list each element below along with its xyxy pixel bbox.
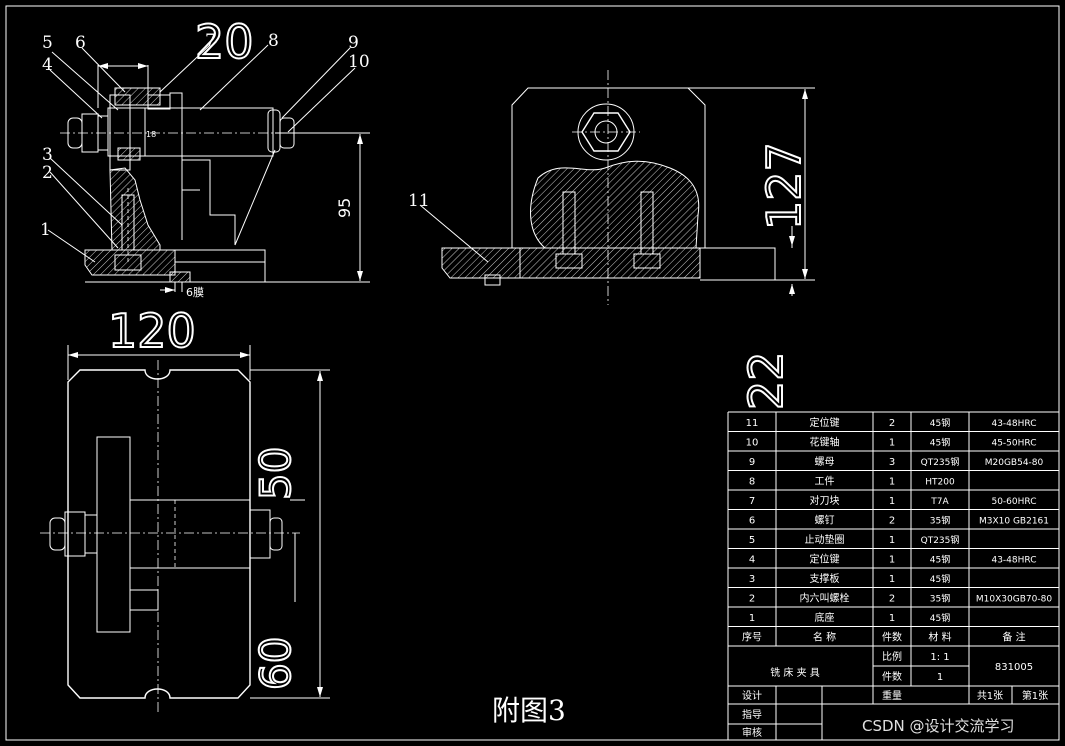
bom-cell-note: M20GB54-80 [985, 458, 1044, 468]
bom-cell-qty: 1 [889, 535, 895, 546]
bom-cell-name: 底座 [815, 611, 835, 624]
bom-cell-mat: QT235钢 [921, 456, 960, 468]
leader-1: 1 [40, 220, 51, 240]
bom-cell-qty: 1 [889, 574, 895, 585]
bom-cell-qty: 2 [889, 516, 895, 527]
bom-cell-qty: 1 [889, 477, 895, 488]
bom-cell-mat: 45钢 [930, 437, 950, 449]
leader-7: 7 [205, 31, 216, 51]
bom-cell-no: 8 [749, 477, 755, 488]
dim-6: 6膜 [186, 286, 204, 299]
bom-cell-name: 螺钉 [815, 515, 835, 527]
bom-cell-name: 支撑板 [810, 572, 840, 585]
leader-4: 4 [42, 55, 53, 75]
bom-header-name: 名 称 [813, 631, 836, 644]
bom-cell-no: 4 [749, 555, 755, 566]
bom-cell-mat: 35钢 [930, 593, 950, 605]
bom-cell-no: 9 [749, 457, 755, 468]
leader-9: 9 [348, 33, 359, 53]
bom-cell-name: 工件 [815, 476, 835, 488]
bom-cell-mat: T7A [930, 497, 949, 507]
bom-cell-note: M3X10 GB2161 [979, 517, 1049, 527]
leader-8: 8 [268, 31, 279, 51]
sheets-total: 共1张 [977, 690, 1003, 702]
bom-cell-mat: 45钢 [930, 612, 950, 624]
bom-cell-no: 3 [749, 574, 755, 585]
count-value: 1 [937, 672, 943, 683]
bom-cell-note: 43-48HRC [991, 556, 1036, 566]
bom-cell-mat: QT235钢 [921, 534, 960, 546]
bom-cell-qty: 1 [889, 438, 895, 449]
bom-cell-qty: 1 [889, 496, 895, 507]
front-view: 6膜 18 20 95 1 2 3 4 5 6 7 8 9 10 [40, 14, 370, 299]
watermark-credit: CSDN @设计交流学习 [862, 717, 1015, 735]
bom-cell-no: 5 [749, 535, 755, 546]
bom-cell-mat: 45钢 [930, 554, 950, 566]
count-label: 件数 [882, 670, 902, 683]
leader-6: 6 [75, 33, 86, 53]
bom-cell-name: 定位键 [810, 553, 840, 566]
bom-header-note: 备 注 [1002, 631, 1025, 644]
bom-cell-note: 43-48HRC [991, 419, 1036, 429]
figure-caption: 附图3 [492, 694, 566, 727]
leader-2: 2 [42, 163, 53, 183]
bom-cell-no: 7 [749, 496, 755, 507]
leader-5: 5 [42, 33, 53, 53]
bom-cell-no: 2 [749, 594, 755, 605]
bom-cell-no: 11 [746, 418, 759, 429]
bom-header-no: 序号 [742, 631, 762, 644]
side-view: 11 127 22 [408, 70, 815, 411]
bom-cell-note: 50-60HRC [991, 497, 1036, 507]
dim-127: 127 [757, 142, 811, 230]
review-label: 审核 [742, 726, 762, 739]
bom-cell-no: 6 [749, 516, 755, 527]
bom-cell-qty: 1 [889, 555, 895, 566]
bom-header-mat: 材 料 [928, 631, 951, 644]
bom-header-qty: 件数 [882, 631, 902, 644]
bom-cell-name: 定位键 [810, 416, 840, 429]
dim-18: 18 [146, 130, 156, 139]
leader-11: 11 [408, 191, 430, 211]
bom-cell-qty: 1 [889, 613, 895, 624]
bom-cell-note: M10X30GB70-80 [976, 595, 1052, 605]
bom-cell-note: 45-50HRC [991, 439, 1036, 449]
bom-cell-name: 止动垫圈 [805, 533, 845, 546]
bom-cell-mat: 45钢 [930, 417, 950, 429]
dim-50: 50 [251, 447, 300, 500]
bom-cell-name: 对刀块 [810, 494, 840, 507]
dim-20: 20 [195, 15, 254, 69]
bom-cell-no: 1 [749, 613, 755, 624]
dim-22: 22 [739, 351, 793, 410]
weight-label: 重量 [882, 689, 902, 702]
sheet-number: 第1张 [1022, 689, 1048, 702]
drawing-frame [5, 5, 1060, 741]
dim-95: 95 [335, 198, 354, 218]
dim-120: 120 [108, 304, 196, 358]
guide-label: 指导 [742, 708, 762, 721]
bom-cell-mat: HT200 [925, 478, 955, 488]
top-view: 120 50 60 [40, 303, 330, 715]
scale-value: 1: 1 [930, 652, 949, 663]
bom-cell-qty: 2 [889, 594, 895, 605]
leader-10: 10 [348, 52, 370, 72]
bom-cell-name: 内六叫螺栓 [800, 592, 850, 605]
bom-cell-mat: 35钢 [930, 515, 950, 527]
leader-3: 3 [42, 145, 53, 165]
bom-cell-mat: 45钢 [930, 573, 950, 585]
drawing-number: 831005 [995, 662, 1033, 673]
bom-cell-qty: 2 [889, 418, 895, 429]
scale-label: 比例 [882, 650, 902, 663]
bom-cell-name: 螺母 [815, 456, 835, 468]
bom-cell-no: 10 [746, 438, 759, 449]
bom-cell-name: 花键轴 [810, 436, 840, 449]
title-text: 铣 床 夹 具 [770, 666, 820, 679]
dim-60: 60 [251, 637, 300, 690]
design-label: 设计 [742, 689, 762, 702]
bom-cell-qty: 3 [889, 457, 895, 468]
